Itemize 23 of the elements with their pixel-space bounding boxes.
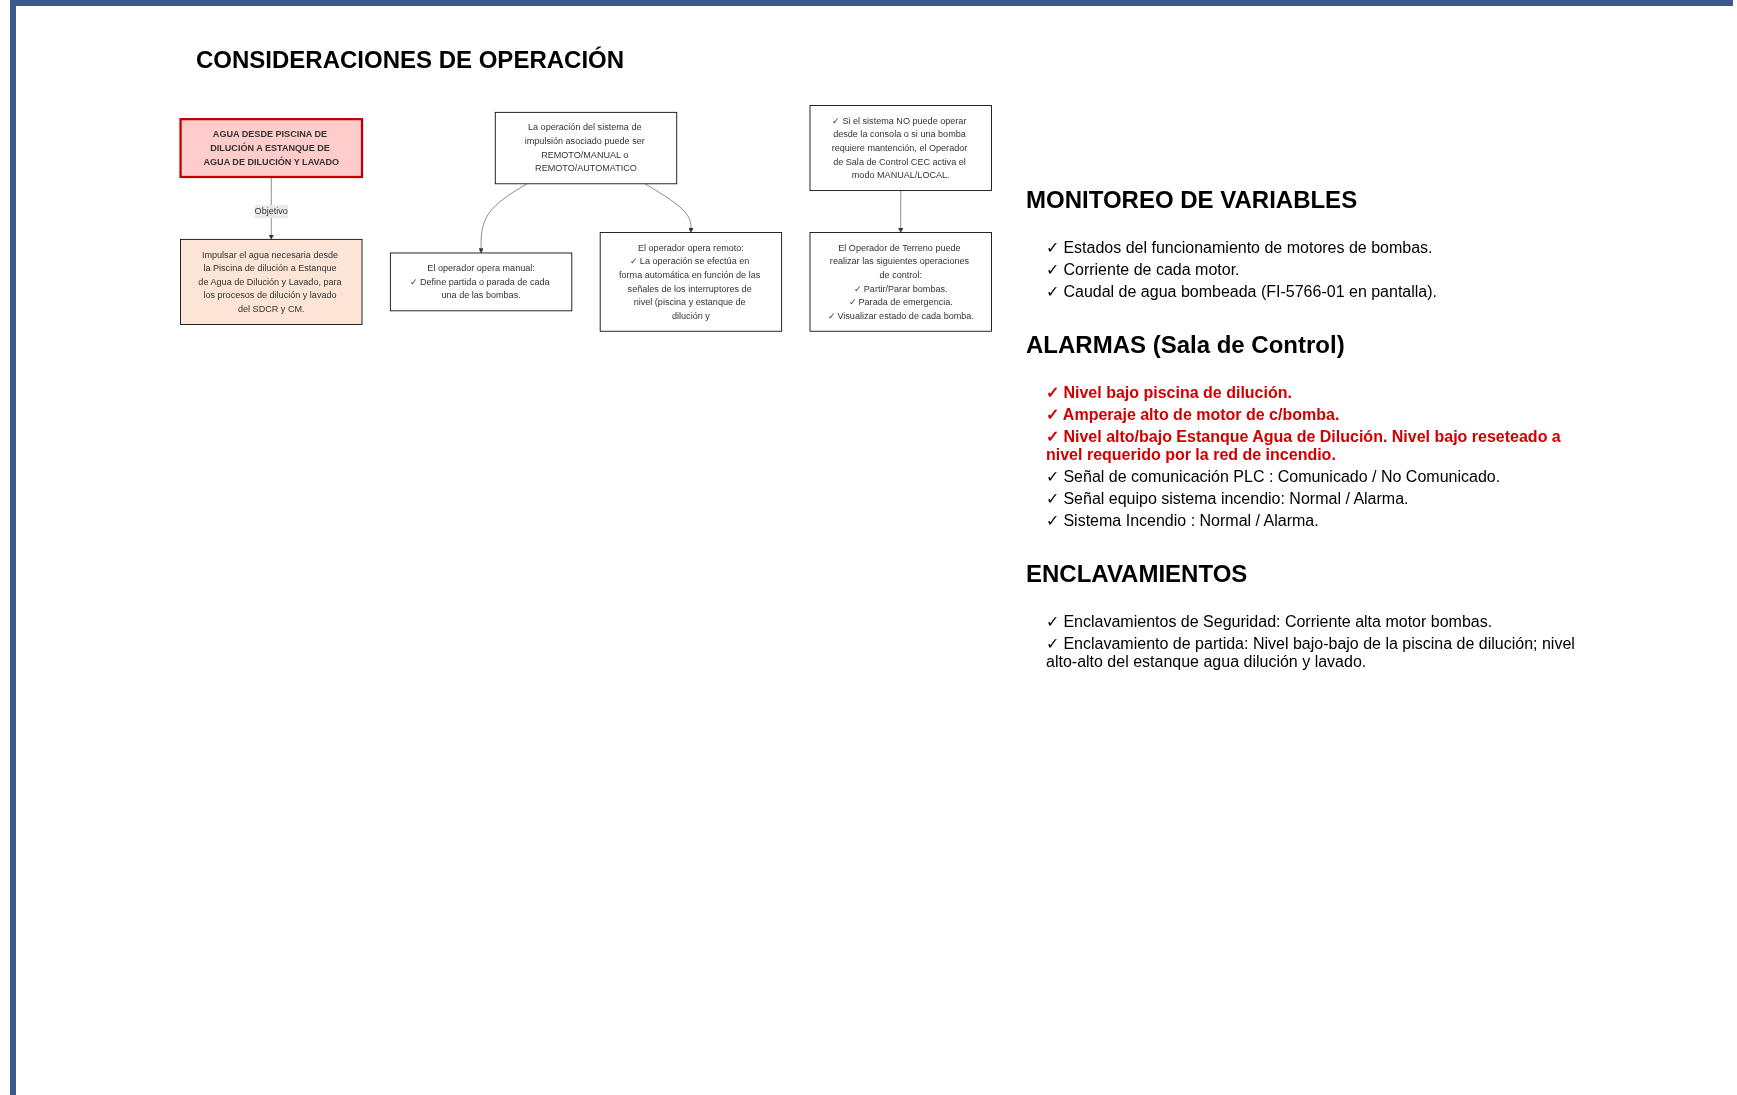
list-item: ✓ Nivel alto/bajo Estanque Agua de Dilución. Nivel bajo reseteado a nivel requerido por la red de incendio. (1046, 427, 1562, 464)
list-item: ✓ Corriente de cada motor. (1046, 260, 1241, 279)
diagram-title: CONSIDERACIONES DE OPERACIÓN (196, 46, 625, 74)
node-box: La operación del sistema de impulsión asociado puede ser REMOTO/MANUAL o REMOTO/AUTOMATICO (494, 111, 678, 185)
edge-label: Objetivo (254, 206, 288, 217)
node-box: ✓ Si el sistema NO puede operar desde la consola o si una bomba requiere mantención, el Operador de Sala de Control CEC activa el modo MANUAL/LOCAL. (809, 105, 992, 192)
node-box: Impulsar el agua necesaria desde la Piscina de dilución a Estanque de Agua de Dilución y Lavado, para los procesos de dilución y lavado del SDCR y CM. (180, 238, 363, 325)
node-box: El operador opera remoto: ✓ La operación se efectúa en forma automática en función de las señales de los interruptores de nivel (piscina y estanque de dilución y (599, 232, 783, 332)
list-item: ✓ Estados del funcionamiento de motores de bombas. (1046, 238, 1434, 257)
list-item: ✓ Señal equipo sistema incendio: Normal / Alarma. (1046, 489, 1410, 508)
list-item: ✓ Amperaje alto de motor de c/bomba. (1046, 405, 1341, 424)
section-heading: ENCLAVAMIENTOS (1026, 560, 1249, 588)
list-item: ✓ Enclavamientos de Seguridad: Corriente alta motor bombas. (1046, 612, 1494, 631)
section-heading: MONITOREO DE VARIABLES (1026, 186, 1359, 214)
list-item: ✓ Señal de comunicación PLC : Comunicado / No Comunicado. (1046, 467, 1502, 486)
list-item: ✓ Caudal de agua bombeada (FI-5766-01 en pantalla). (1046, 282, 1439, 301)
list-item: ✓ Sistema Incendio : Normal / Alarma. (1046, 511, 1320, 530)
node-box: El Operador de Terreno puede realizar las siguientes operaciones de control: ✓ Partir/Parar bombas. ✓ Parada de emergencia. ✓ Visualizar estado de cada bomba. (809, 232, 992, 332)
list-item: ✓ Enclavamiento de partida: Nivel bajo-bajo de la piscina de dilución; nivel alto-alto del estanque agua dilución y lavado. (1046, 634, 1576, 671)
section-heading: ALARMAS (Sala de Control) (1026, 331, 1346, 359)
list-item: ✓ Nivel bajo piscina de dilución. (1046, 383, 1293, 402)
node-box: AGUA DESDE PISCINA DE DILUCIÓN A ESTANQUE DE AGUA DE DILUCIÓN Y LAVADO (179, 118, 364, 179)
node-box: El operador opera manual: ✓ Define partida o parada de cada una de las bombas. (389, 252, 573, 312)
